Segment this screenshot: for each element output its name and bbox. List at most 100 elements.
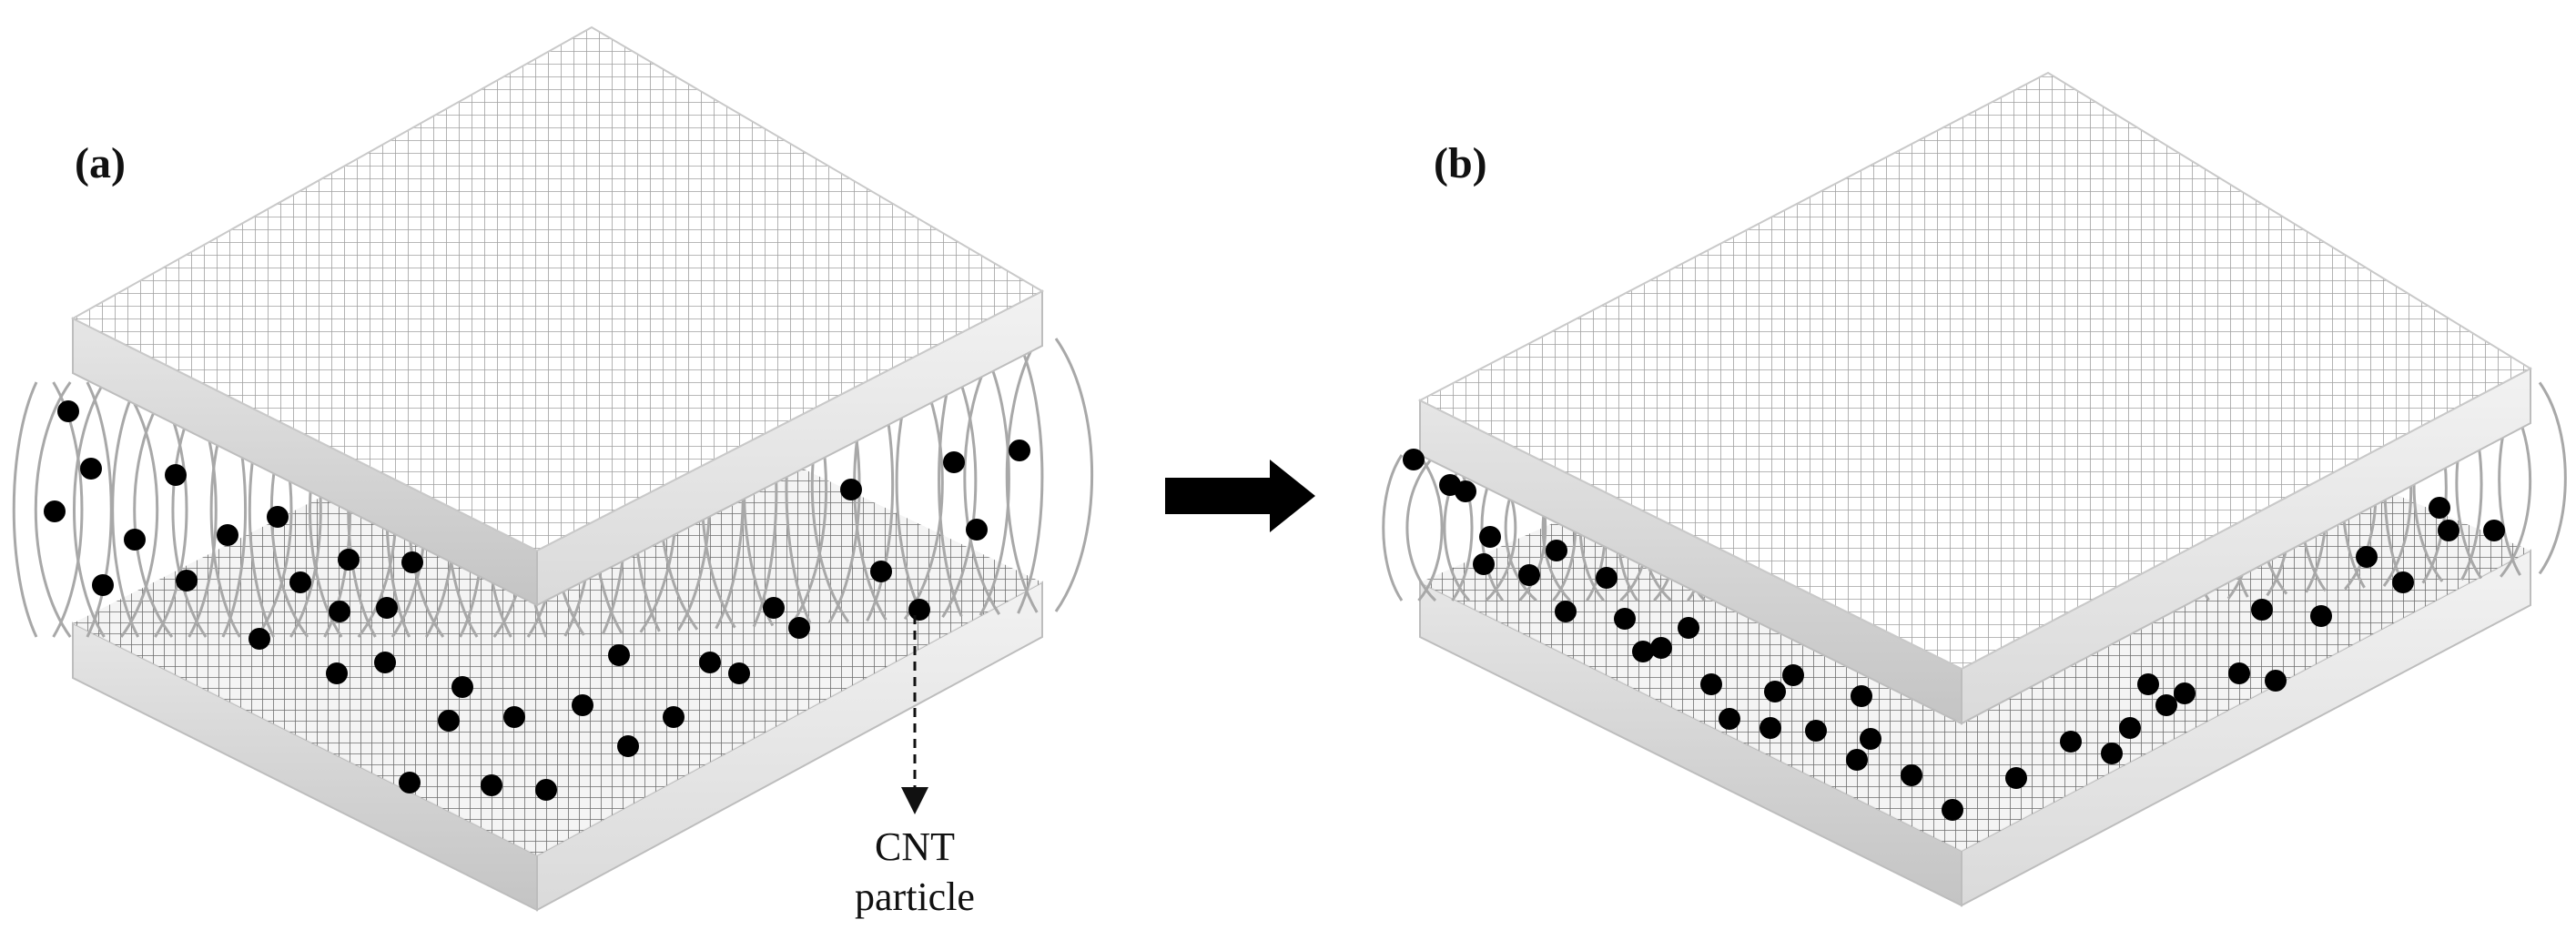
cnt-particle [1596, 567, 1618, 589]
right-arrow-icon [1165, 460, 1315, 532]
cnt-particle [124, 529, 146, 551]
cnt-particle [1650, 637, 1672, 659]
cnt-particle [763, 597, 785, 619]
cnt-particle [2060, 731, 2082, 753]
cnt-particle [399, 772, 421, 793]
cnt-particle [92, 574, 114, 596]
cnt-mesh-layer-a [73, 364, 1042, 855]
cnt-particle [2005, 767, 2027, 789]
cnt-particle [2155, 694, 2177, 716]
cnt-particle [2137, 673, 2159, 695]
cnt-particle [217, 524, 238, 546]
cnt-particle [1700, 673, 1722, 695]
cnt-particle [2429, 497, 2450, 519]
cnt-fiber [72, 381, 106, 638]
cnt-particle [451, 676, 473, 698]
panel-a: (a) [12, 25, 1093, 912]
cnt-fiber [12, 381, 38, 638]
top-plate-a [70, 25, 1045, 607]
cnt-fiber [86, 381, 113, 638]
cnt-particle-annotation: CNT particle [855, 615, 975, 919]
cnt-particle [2265, 670, 2287, 692]
cnt-particle [1846, 749, 1868, 771]
panel-label-a: (a) [75, 139, 126, 187]
cnt-fiber [1405, 453, 1437, 602]
cnt-particle [2251, 599, 2273, 621]
cnt-particle [1942, 799, 1963, 821]
cnt-particle [1479, 526, 1501, 548]
annotation-line-2: particle [855, 874, 975, 919]
cnt-particle [248, 628, 270, 650]
cnt-particle [2228, 662, 2250, 684]
cnt-particle [2438, 520, 2459, 541]
cnt-fiber [111, 381, 140, 638]
cnt-particle [1851, 685, 1872, 707]
cnt-particle [788, 617, 810, 639]
cnt-particle [44, 500, 66, 522]
cnt-particle [1546, 540, 1567, 561]
cnt-particle [1760, 717, 1781, 739]
cnt-particle [699, 652, 721, 673]
cnt-particle [401, 551, 423, 573]
cnt-fiber [1382, 454, 1404, 601]
cnt-particle [2392, 571, 2414, 593]
cnt-particle [329, 601, 350, 622]
cnt-particle [908, 599, 930, 621]
cnt-particle [870, 561, 892, 582]
cnt-particle [326, 662, 348, 684]
cnt-particle [503, 706, 525, 728]
cnt-particle [1614, 608, 1636, 630]
cnt-particle [1403, 449, 1425, 470]
cnt-particle [1473, 553, 1495, 575]
cnt-particle [1009, 440, 1030, 461]
cnt-particle [267, 506, 289, 528]
cnt-particle [1555, 601, 1577, 622]
cnt-fiber [1017, 339, 1044, 614]
cnt-particle [376, 597, 398, 619]
cnt-particle [2174, 682, 2196, 704]
cnt-particle [663, 706, 685, 728]
cnt-particle [2119, 717, 2141, 739]
top-plate-b [1417, 71, 2533, 725]
cnt-particle [80, 458, 102, 480]
cnt-particle [57, 400, 79, 422]
cnt-particle [165, 464, 187, 486]
cnt-particle [1805, 720, 1827, 742]
cnt-particle [1782, 664, 1804, 686]
cnt-particle [2310, 605, 2332, 627]
cnt-particle [1632, 641, 1654, 662]
cnt-particle [481, 774, 502, 796]
cnt-particle [572, 694, 593, 716]
cnt-particle [374, 652, 396, 673]
cnt-fiber [2538, 381, 2567, 575]
cnt-particle [289, 571, 311, 593]
cnt-particle [1860, 728, 1881, 750]
cnt-fiber [34, 381, 72, 638]
cnt-particle [2101, 743, 2123, 764]
cnt-particle [943, 451, 965, 473]
cnt-particle [728, 662, 750, 684]
cnt-fiber [979, 341, 1010, 616]
cnt-particles-a [44, 400, 1030, 801]
cnt-particle [2356, 546, 2378, 568]
cnt-particle [438, 710, 460, 732]
bottom-plate-b [1419, 549, 2531, 907]
cnt-particle [840, 479, 862, 500]
cnt-particle [176, 570, 198, 591]
cnt-particle [1719, 708, 1740, 730]
cnt-particle [617, 735, 639, 757]
cnt-particles-b [1403, 449, 2505, 821]
annotation-line-1: CNT [875, 824, 955, 869]
cnt-particle [1901, 764, 1922, 786]
cnt-fiber [119, 381, 159, 638]
panel-b: (b) [1382, 71, 2567, 907]
cnt-particle [1518, 564, 1540, 586]
cnt-particle [1678, 617, 1699, 639]
cnt-fiber [1417, 454, 1444, 601]
cnt-particle [535, 779, 557, 801]
cnt-particle [1455, 480, 1476, 502]
panel-label-b: (b) [1434, 139, 1487, 187]
cnt-particle [608, 644, 630, 666]
cnt-fiber [1005, 339, 1039, 613]
